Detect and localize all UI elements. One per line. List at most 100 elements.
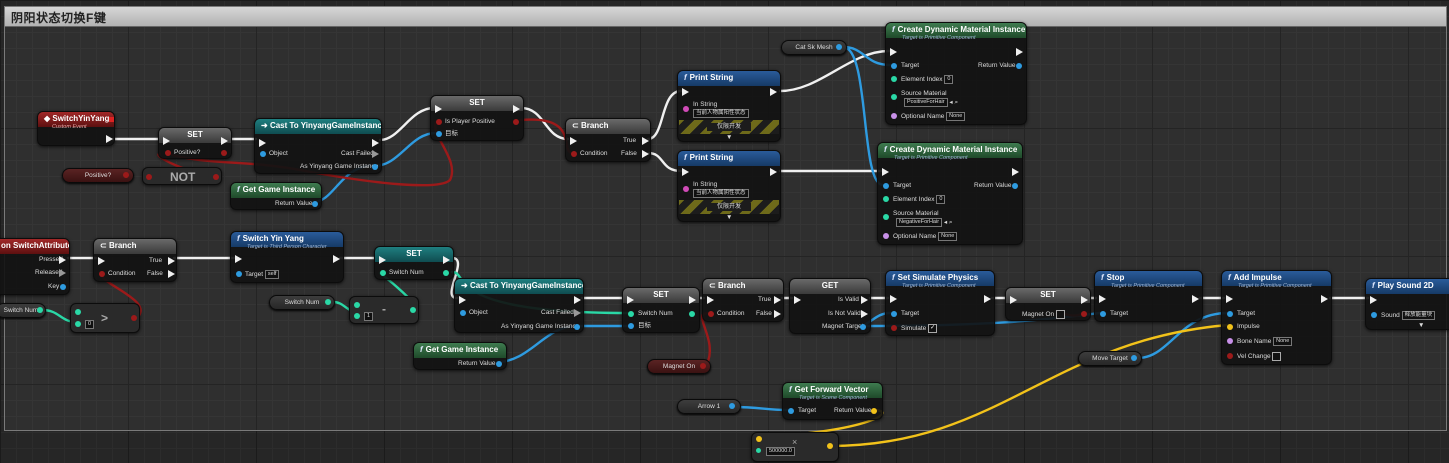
target-pin[interactable] — [1100, 311, 1106, 317]
optional-name-field[interactable]: None — [946, 112, 966, 121]
source-material-field[interactable]: NegativeForHair ◂ ⌕ — [896, 218, 953, 227]
exec-in-pin[interactable] — [163, 137, 170, 145]
move-target-variable[interactable]: Move Target — [1078, 351, 1142, 366]
event-switch-yinyang[interactable]: ◆ SwitchYinYang Custom Event — [37, 111, 115, 146]
positive-variable[interactable]: Positive? — [62, 168, 134, 183]
bool-out-pin[interactable] — [131, 315, 137, 321]
int-in-pin-a[interactable] — [354, 302, 360, 308]
target-pin[interactable] — [436, 131, 442, 137]
exec-out-pin[interactable] — [443, 256, 450, 264]
exec-in-pin[interactable] — [379, 256, 386, 264]
exec-out-pin[interactable] — [574, 296, 581, 304]
exec-out-pin[interactable] — [1081, 296, 1088, 304]
int-pin[interactable] — [380, 270, 386, 276]
bone-name-field[interactable]: None — [1273, 337, 1293, 346]
in-string-field[interactable]: 当前人物属阳性状态 — [693, 109, 749, 118]
object-out-pin[interactable] — [574, 324, 580, 330]
exec-valid-pin[interactable] — [861, 296, 868, 304]
set-positive-node[interactable]: SET Positive? — [158, 127, 232, 159]
event-switch-attribute[interactable]: on SwitchAttribute Pressed Released Key — [0, 238, 70, 295]
exec-in-pin[interactable] — [1226, 295, 1233, 303]
target-pin[interactable] — [891, 63, 897, 69]
name-pin[interactable] — [883, 233, 889, 239]
vector-out-pin[interactable] — [827, 443, 833, 449]
bool-out-pin[interactable] — [513, 119, 519, 125]
bool-pin[interactable] — [165, 150, 171, 156]
bool-pin[interactable] — [891, 325, 897, 331]
greater-value-field[interactable]: 0 — [85, 320, 95, 329]
greater-than-node[interactable]: > 0 — [70, 303, 140, 333]
exec-in-pin[interactable] — [882, 168, 889, 176]
exec-out-pin[interactable] — [372, 139, 379, 147]
set-switch-num-node[interactable]: SET Switch Num — [374, 246, 454, 280]
target-pin[interactable] — [236, 271, 242, 277]
get-magnet-target-node[interactable]: GET Is Valid Is Not Valid Magnet Target — [789, 278, 871, 334]
exec-out-pin[interactable] — [770, 168, 777, 176]
exec-false-pin[interactable] — [642, 150, 649, 158]
exec-true-pin[interactable] — [774, 296, 781, 304]
target-pin[interactable] — [628, 323, 634, 329]
int-pin[interactable] — [628, 311, 634, 317]
in-string-field[interactable]: 当前人物属阴性状态 — [693, 189, 749, 198]
bool-out-pin[interactable] — [123, 172, 129, 178]
branch-node-2[interactable]: ⊂ Branch True Condition False — [93, 238, 177, 282]
exec-out-pin[interactable] — [984, 295, 991, 303]
exec-in-pin[interactable] — [1010, 296, 1017, 304]
source-material-field[interactable]: PositiveForHair ◂ ⌕ — [904, 98, 958, 107]
set-switch-num-node-2[interactable]: SET Switch Num 目标 — [622, 287, 700, 333]
exec-in-pin[interactable] — [459, 296, 466, 304]
int-in-pin-b[interactable] — [75, 321, 81, 327]
exec-in-pin[interactable] — [1099, 295, 1106, 303]
vector-pin[interactable] — [1227, 324, 1233, 330]
object-out-pin[interactable] — [860, 324, 866, 330]
arrow1-variable[interactable]: Arrow 1 — [677, 399, 741, 414]
exec-out-pin[interactable] — [770, 88, 777, 96]
element-index-field[interactable]: 0 — [936, 195, 946, 204]
cat-sk-mesh-variable[interactable]: Cat Sk Mesh — [781, 40, 847, 55]
cast-yinyang-node-1[interactable]: ➜ Cast To YinyangGameInstance Object Cas… — [254, 118, 382, 174]
element-index-field[interactable]: 0 — [944, 75, 954, 84]
bool-pin[interactable] — [1227, 353, 1233, 359]
minus-value-field[interactable]: 1 — [364, 312, 374, 321]
condition-pin[interactable] — [571, 151, 577, 157]
magnet-on-checkbox[interactable] — [1055, 310, 1065, 319]
exec-false-pin[interactable] — [168, 270, 175, 278]
exec-in-pin[interactable] — [890, 295, 897, 303]
int-out-pin[interactable] — [37, 307, 43, 313]
target-pin[interactable] — [883, 183, 889, 189]
object-out-pin[interactable] — [729, 403, 735, 409]
object-out-pin[interactable] — [372, 164, 378, 170]
exec-in-pin[interactable] — [627, 296, 634, 304]
exec-in-pin[interactable] — [235, 255, 242, 263]
int-out-pin[interactable] — [410, 307, 416, 313]
exec-out-pin[interactable] — [513, 105, 520, 113]
switch-num-variable-2[interactable]: Switch Num — [269, 295, 335, 310]
subtract-node[interactable]: - 1 — [349, 296, 419, 324]
target-pin[interactable] — [1227, 311, 1233, 317]
exec-true-pin[interactable] — [642, 137, 649, 145]
material-pin[interactable] — [891, 94, 897, 100]
exec-out-pin[interactable] — [1016, 48, 1023, 56]
magnet-on-variable[interactable]: Magnet On — [647, 359, 711, 374]
object-out-pin[interactable] — [1012, 183, 1018, 189]
string-pin[interactable] — [683, 186, 689, 192]
sound-field[interactable]: 释放能量块 — [1401, 311, 1436, 320]
bool-in-pin[interactable] — [146, 174, 152, 180]
condition-pin[interactable] — [99, 271, 105, 277]
exec-pressed-pin[interactable] — [59, 256, 66, 264]
object-out-pin[interactable] — [312, 201, 318, 207]
float-in-pin[interactable] — [756, 448, 761, 453]
vel-change-checkbox[interactable] — [1272, 352, 1282, 361]
set-magnet-on-node[interactable]: SET Magnet On — [1005, 287, 1091, 321]
exec-in-pin[interactable] — [682, 168, 689, 176]
set-is-player-positive-node[interactable]: SET Is Player Positive 目标 — [430, 95, 524, 141]
object-out-pin[interactable] — [496, 361, 502, 367]
bool-out-pin[interactable] — [213, 174, 219, 180]
expand-arrow-icon[interactable]: ▼ — [726, 134, 733, 141]
multiply-node[interactable]: × 500000.0 — [751, 432, 839, 462]
